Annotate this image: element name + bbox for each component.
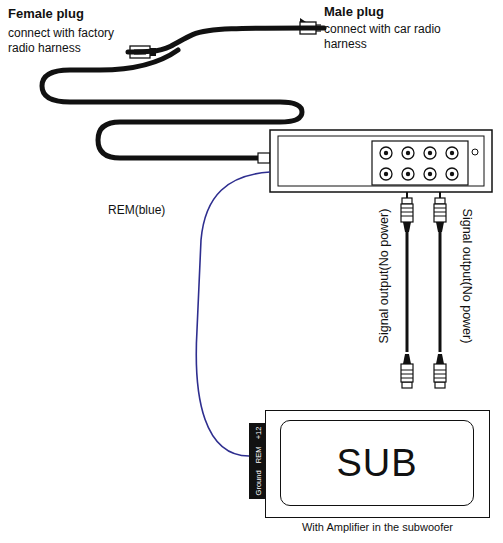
wire-label: REM(blue) <box>108 203 165 217</box>
terminal-label: Ground <box>253 470 262 495</box>
plug-title: Female plug <box>8 6 128 22</box>
terminal-label: REM <box>253 447 262 464</box>
harness-cable <box>42 50 302 158</box>
signal-label: Signal output(No power) <box>377 209 391 344</box>
signal-label: Signal output(No power) <box>460 209 474 344</box>
plug-note: connect with factory radio harness <box>8 26 128 56</box>
harness-connector <box>258 153 270 163</box>
rca-cable <box>434 192 446 388</box>
sub-text: SUB <box>336 442 417 485</box>
converter-box <box>270 130 492 192</box>
sub-panel: SUB <box>280 420 474 506</box>
subwoofer-amplifier-box: With Amplifier in the subwooferSUBGround… <box>265 410 490 518</box>
terminal-block: Ground REM +12 <box>249 423 266 499</box>
male-plug-callout: Male plug connect with car radio harness <box>324 4 474 52</box>
female-plug-callout: Female plug connect with factory radio ha… <box>8 6 128 60</box>
plug-title: Male plug <box>324 4 474 20</box>
rca-cable <box>401 192 413 388</box>
caption-text: With Amplifier in the subwoofer <box>256 521 499 533</box>
terminal-strip: Ground REM +12 <box>249 423 266 499</box>
terminal-label: +12 <box>253 427 262 440</box>
plug-note: connect with car radio harness <box>324 22 474 52</box>
rem-wire <box>196 172 270 456</box>
harness-cable <box>128 28 324 52</box>
